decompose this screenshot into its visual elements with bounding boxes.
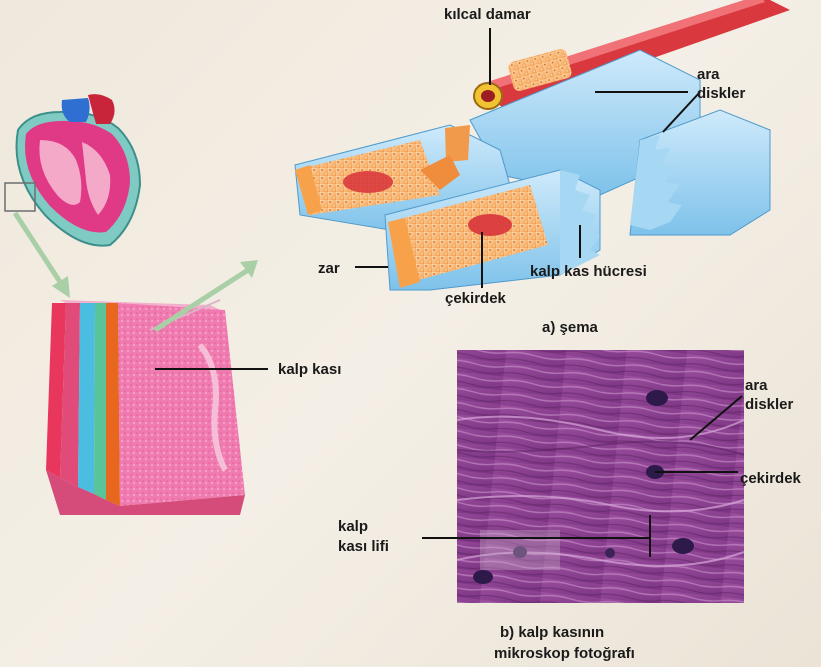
label-nucleus-a: çekirdek	[445, 290, 507, 307]
label-fiber-1: kalp	[338, 518, 368, 535]
caption-b-2: mikroskop fotoğrafı	[494, 645, 635, 662]
tissue-block-illustration	[46, 300, 245, 515]
label-intercalated-disks-b-1: ara	[745, 377, 768, 394]
micrograph-photo	[457, 350, 744, 603]
muscle-cell-schema	[295, 0, 790, 290]
label-capillary: kılcal damar	[444, 6, 531, 23]
caption-a: a) şema	[542, 319, 599, 336]
label-intercalated-disks-a-1: ara	[697, 66, 720, 83]
heart-illustration	[5, 94, 140, 245]
label-nucleus-b: çekirdek	[740, 470, 802, 487]
label-heart-muscle: kalp kası	[278, 361, 341, 378]
label-fiber-2: kası lifi	[338, 538, 389, 555]
label-membrane: zar	[318, 260, 340, 277]
label-intercalated-disks-b-2: diskler	[745, 396, 794, 413]
caption-b-1: b) kalp kasının	[500, 624, 604, 641]
label-intercalated-disks-a-2: diskler	[697, 85, 746, 102]
label-muscle-cell: kalp kas hücresi	[530, 263, 647, 280]
